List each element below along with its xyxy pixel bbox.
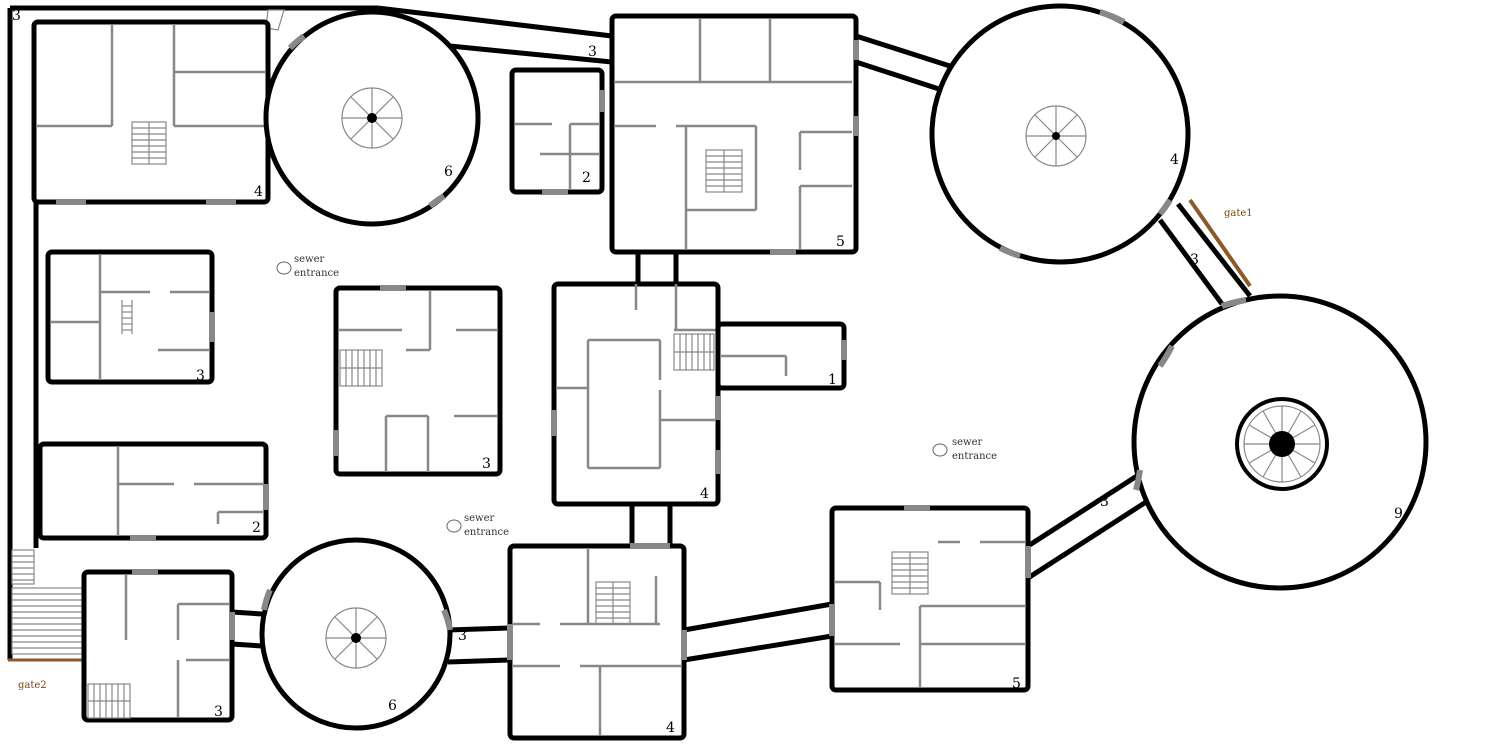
sewer-2-line2: entrance bbox=[464, 527, 509, 538]
label-annex: 1 bbox=[828, 372, 837, 388]
label-corner-nw: 3 bbox=[12, 8, 21, 24]
gate-labels: gate1 gate2 bbox=[18, 208, 1253, 691]
sewer-labels: sewer entrance sewer entrance sewer entr… bbox=[294, 254, 997, 538]
east-great-tower bbox=[1131, 293, 1429, 591]
annex bbox=[715, 321, 847, 391]
label-nw-building: 4 bbox=[254, 184, 263, 200]
label-se-house: 5 bbox=[1012, 676, 1021, 692]
nw-building bbox=[31, 19, 271, 205]
nw-tower bbox=[263, 9, 481, 227]
sewer-1-line1: sewer bbox=[294, 254, 325, 265]
sewer-markers bbox=[276, 261, 948, 533]
bridges bbox=[231, 33, 1252, 665]
label-south-bridge: 3 bbox=[458, 628, 467, 644]
label-ne-tower: 4 bbox=[1170, 152, 1179, 168]
label-north-keep: 5 bbox=[836, 234, 845, 250]
se-house bbox=[829, 505, 1031, 693]
north-keep bbox=[609, 13, 859, 255]
label-sw-house: 3 bbox=[214, 704, 223, 720]
sw-house bbox=[81, 569, 235, 723]
ne-tower bbox=[929, 3, 1191, 265]
label-sw-tower: 6 bbox=[388, 698, 397, 714]
room-labels: 4 6 2 5 4 3 3 4 1 2 3 6 4 5 9 bbox=[196, 152, 1403, 736]
label-nw-tower: 6 bbox=[444, 164, 453, 180]
west-wall-stairs bbox=[11, 549, 83, 655]
label-sw-long-house: 2 bbox=[252, 520, 261, 536]
label-central-keep: 4 bbox=[700, 486, 709, 502]
label-east-bridge: 3 bbox=[1190, 252, 1199, 268]
sewer-3-line1: sewer bbox=[952, 437, 983, 448]
label-central-house: 3 bbox=[482, 456, 491, 472]
central-house bbox=[333, 285, 503, 477]
sewer-2-line1: sewer bbox=[464, 513, 495, 524]
west-house bbox=[45, 249, 215, 385]
sw-tower bbox=[259, 537, 453, 731]
label-se-bridge: 3 bbox=[1100, 494, 1109, 510]
small-north-room bbox=[509, 67, 605, 195]
sw-long-house bbox=[37, 441, 269, 541]
south-keep bbox=[507, 543, 687, 741]
sewer-1-line2: entrance bbox=[294, 268, 339, 279]
sewer-3-line2: entrance bbox=[952, 451, 997, 462]
label-gate1: gate1 bbox=[1224, 208, 1253, 219]
label-south-keep: 4 bbox=[666, 720, 675, 736]
label-north-bridge: 3 bbox=[588, 44, 597, 60]
label-west-house: 3 bbox=[196, 368, 205, 384]
label-small-north: 2 bbox=[582, 170, 591, 186]
central-keep bbox=[551, 281, 721, 507]
label-east-great-tower: 9 bbox=[1394, 506, 1403, 522]
corridor-labels: 3 3 3 3 3 bbox=[12, 8, 1199, 644]
gate1-line bbox=[1188, 198, 1252, 288]
label-gate2: gate2 bbox=[18, 680, 47, 691]
